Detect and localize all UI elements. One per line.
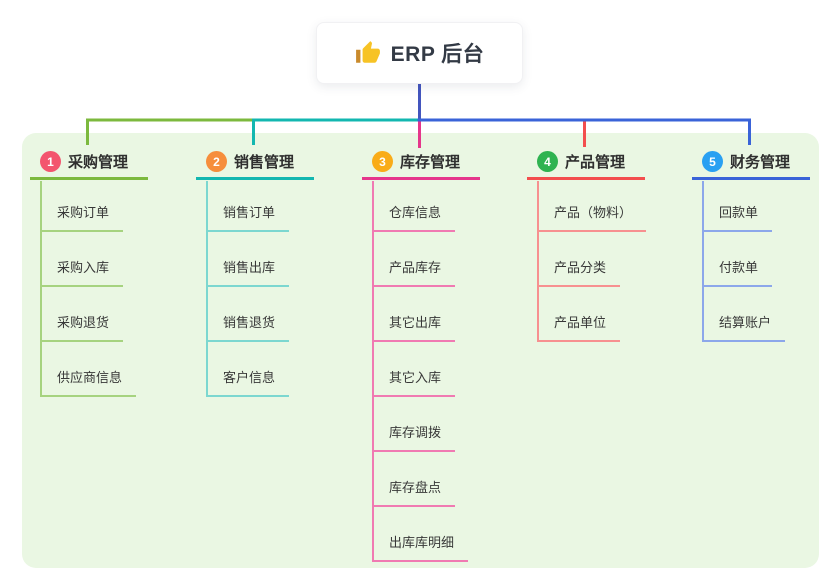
branch-spine-line (537, 181, 539, 342)
branch-title-label: 库存管理 (400, 154, 461, 171)
child-topic[interactable]: 出库库明细 (372, 529, 469, 562)
child-topic[interactable]: 销售出库 (206, 254, 290, 287)
root-node-erp[interactable]: ERP 后台 (316, 22, 523, 84)
child-topic[interactable]: 库存盘点 (372, 474, 456, 507)
branch-title-label: 产品管理 (565, 154, 626, 171)
branch-number-badge: 4 (537, 151, 558, 172)
child-topic[interactable]: 其它入库 (372, 364, 456, 397)
child-topic[interactable]: 采购订单 (40, 199, 124, 232)
branch-title-3[interactable]: 3 库存管理 (362, 146, 480, 180)
branch-title-label: 财务管理 (730, 154, 791, 171)
branch-title-4[interactable]: 4 产品管理 (527, 146, 645, 180)
branch-number-badge: 2 (206, 151, 227, 172)
branch-number-badge: 1 (40, 151, 61, 172)
child-topic[interactable]: 产品单位 (537, 309, 621, 342)
child-topic[interactable]: 销售订单 (206, 199, 290, 232)
child-topic[interactable]: 销售退货 (206, 309, 290, 342)
branch-title-5[interactable]: 5 财务管理 (692, 146, 810, 180)
child-topic[interactable]: 仓库信息 (372, 199, 456, 232)
branch-number-badge: 5 (702, 151, 723, 172)
branch-number-badge: 3 (372, 151, 393, 172)
thumbs-up-icon (355, 41, 380, 63)
child-topic[interactable]: 采购退货 (40, 309, 124, 342)
trunk-connector-segment (417, 118, 751, 145)
branches-background-panel (22, 133, 819, 568)
branch-title-2[interactable]: 2 销售管理 (196, 146, 314, 180)
branch-spine-line (40, 181, 42, 397)
branch-spine-line (702, 181, 704, 342)
thumb-hand-shape (362, 41, 380, 63)
child-topic[interactable]: 结算账户 (702, 309, 786, 342)
trunk-connector-segment (86, 118, 255, 145)
branch-title-label: 销售管理 (234, 154, 295, 171)
branch-spine-line (206, 181, 208, 397)
thumb-sleeve-shape (355, 49, 361, 63)
child-topic[interactable]: 采购入库 (40, 254, 124, 287)
child-topic[interactable]: 其它出库 (372, 309, 456, 342)
branch-title-label: 采购管理 (68, 154, 129, 171)
branch-title-1[interactable]: 1 采购管理 (30, 146, 148, 180)
trunk-connector-segment (252, 118, 421, 145)
child-topic[interactable]: 产品（物料） (537, 199, 647, 232)
child-topic[interactable]: 付款单 (702, 254, 773, 287)
child-topic[interactable]: 产品分类 (537, 254, 621, 287)
child-topic[interactable]: 客户信息 (206, 364, 290, 397)
branch-spine-line (372, 181, 374, 562)
child-topic[interactable]: 回款单 (702, 199, 773, 232)
child-topic[interactable]: 库存调拨 (372, 419, 456, 452)
child-topic[interactable]: 供应商信息 (40, 364, 137, 397)
child-topic[interactable]: 产品库存 (372, 254, 456, 287)
root-node-label: ERP 后台 (390, 43, 485, 66)
